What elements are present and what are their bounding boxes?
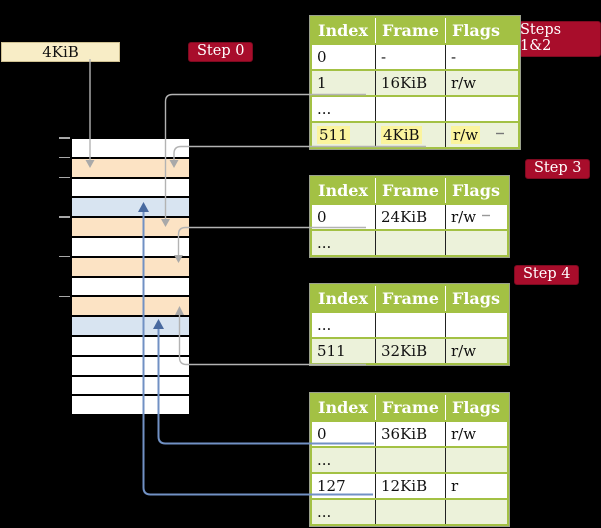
page-size-box: 4KiB (1, 42, 120, 62)
table-header-row: Index Frame Flags (311, 394, 508, 421)
table-row: ... (311, 229, 508, 256)
col-index: Index (311, 17, 376, 44)
table-row: ... (311, 446, 508, 473)
col-index: Index (311, 394, 376, 421)
table-cell (375, 498, 446, 525)
table-cell: ... (311, 498, 376, 525)
memory-frame (72, 218, 189, 238)
memory-tick (59, 156, 70, 158)
table-cell: 511 (311, 121, 376, 148)
table-cell (375, 446, 446, 473)
table-cell (445, 446, 508, 473)
table-cell (375, 229, 446, 256)
table-cell: 36KiB (375, 420, 446, 447)
table-cell: 511 (311, 337, 376, 364)
table-cell: ... (311, 95, 376, 122)
table-cell: ... (311, 229, 376, 256)
table-cell: 12KiB (375, 472, 446, 499)
table-cell: r/w (445, 69, 519, 96)
table-cell: 16KiB (375, 69, 446, 96)
table-cell: 0 (311, 43, 376, 70)
table-cell: 32KiB (375, 337, 446, 364)
memory-frame (72, 376, 189, 397)
table-cell (445, 311, 508, 338)
table-cell: ... (311, 446, 376, 473)
page-table-level-3: Index Frame Flags ... 511 32KiB r/w (310, 284, 509, 365)
col-index: Index (311, 177, 376, 204)
table-header-row: Index Frame Flags (311, 285, 508, 312)
col-flags: Flags (445, 177, 508, 204)
col-frame: Frame (375, 394, 446, 421)
table-cell: - (445, 43, 519, 70)
memory-tick (59, 216, 70, 218)
memory-frame (72, 139, 189, 159)
table-cell: r/w (445, 121, 519, 148)
memory-frame (72, 257, 189, 278)
col-frame: Frame (375, 17, 446, 44)
table-row: ... (311, 311, 508, 338)
step3-label: Step 3 (525, 159, 591, 179)
table-cell: 0 (311, 420, 376, 447)
table-row: 1 16KiB r/w (311, 69, 519, 96)
page-table-level-4: Index Frame Flags 0 36KiB r/w ... 127 12… (310, 393, 509, 526)
table-row: 0 - - (311, 43, 519, 70)
memory-frame (72, 178, 189, 199)
col-flags: Flags (445, 17, 519, 44)
table-header-row: Index Frame Flags (311, 17, 519, 44)
table-cell (375, 95, 446, 122)
memory-frame (72, 336, 189, 357)
table-cell: r (445, 472, 508, 499)
table-cell: 24KiB (375, 203, 446, 230)
table-cell: r/w (445, 420, 508, 447)
memory-frame (72, 356, 189, 377)
col-index: Index (311, 285, 376, 312)
table-row: 0 36KiB r/w (311, 420, 508, 447)
step0-label: Step 0 (188, 42, 254, 62)
table-cell (445, 95, 519, 122)
table-row: 511 32KiB r/w (311, 337, 508, 364)
highlighted-value: 4KiB (381, 126, 422, 144)
highlighted-value: r/w (450, 126, 481, 144)
col-frame: Frame (375, 285, 446, 312)
table-row-highlighted: 511 4KiB r/w (311, 121, 519, 148)
table-row: ... (311, 95, 519, 122)
page-size-label: 4KiB (42, 43, 79, 61)
memory-tick (59, 137, 70, 139)
memory-frame (72, 317, 189, 337)
table-cell: r/w (445, 337, 508, 364)
col-flags: Flags (445, 285, 508, 312)
steps12-label: Steps 1&2 (511, 21, 601, 57)
table-row: 0 24KiB r/w (311, 203, 508, 230)
memory-frame (72, 396, 189, 415)
memory-frame (72, 237, 189, 258)
memory-frame (72, 158, 189, 179)
col-frame: Frame (375, 177, 446, 204)
table-cell: 1 (311, 69, 376, 96)
table-cell: 4KiB (375, 121, 446, 148)
table-cell: r/w (445, 203, 508, 230)
table-cell: 127 (311, 472, 376, 499)
highlighted-value: 511 (317, 126, 350, 144)
table-cell: - (375, 43, 446, 70)
memory-tick (59, 176, 70, 178)
step4-label: Step 4 (514, 265, 580, 285)
page-table-level-1: Index Frame Flags 0 - - 1 16KiB r/w ... … (310, 16, 520, 149)
memory-tick (59, 295, 70, 297)
table-cell: 0 (311, 203, 376, 230)
table-row: ... (311, 498, 508, 525)
memory-frame (72, 277, 189, 298)
physical-memory-column (70, 137, 191, 417)
table-row: 127 12KiB r (311, 472, 508, 499)
memory-tick (59, 255, 70, 257)
table-cell: ... (311, 311, 376, 338)
page-table-level-2: Index Frame Flags 0 24KiB r/w ... (310, 176, 509, 257)
table-cell (445, 229, 508, 256)
table-cell (375, 311, 446, 338)
table-header-row: Index Frame Flags (311, 177, 508, 204)
table-cell (445, 498, 508, 525)
col-flags: Flags (445, 394, 508, 421)
memory-frame (72, 297, 189, 318)
memory-frame (72, 198, 189, 219)
